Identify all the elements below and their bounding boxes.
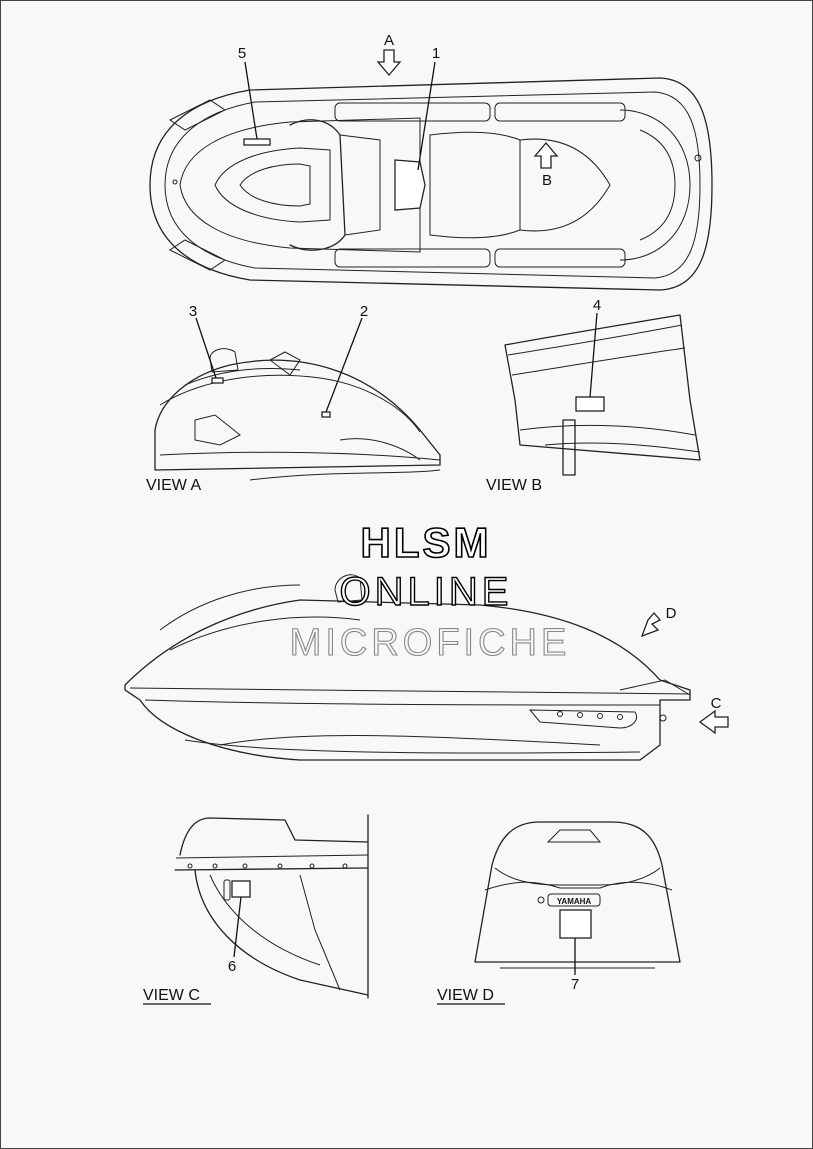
arrow-c-icon [698, 709, 729, 735]
brand-badge: YAMAHA [557, 897, 592, 906]
watermark-line-3: MICROFICHE [290, 622, 571, 664]
callout-leaders [195, 61, 598, 975]
view-c-label: VIEW C [143, 987, 200, 1004]
callout-3: 3 [189, 303, 197, 320]
callout-7: 7 [571, 976, 579, 993]
view-c-drawing [174, 814, 369, 999]
view-d-drawing [474, 821, 681, 969]
arrow-b-icon [533, 141, 559, 169]
top-view [149, 77, 713, 291]
arrow-a-icon [376, 49, 402, 77]
watermark-line-2: ONLINE [340, 570, 513, 614]
view-d-label: VIEW D [437, 987, 494, 1004]
view-b-label: VIEW B [486, 477, 542, 494]
side-view [124, 574, 691, 761]
arrow-label-a: A [384, 32, 394, 49]
view-a-drawing [154, 348, 441, 481]
callout-6: 6 [228, 958, 236, 975]
callout-4: 4 [593, 297, 601, 314]
direction-arrows [376, 49, 729, 735]
arrow-label-b: B [542, 172, 552, 189]
view-b-drawing [504, 314, 701, 476]
arrow-d-icon [640, 612, 662, 638]
arrow-label-d: D [666, 605, 677, 622]
callout-5: 5 [238, 45, 246, 62]
arrow-label-c: C [711, 695, 722, 712]
view-a-label: VIEW A [146, 477, 201, 494]
callout-2: 2 [360, 303, 368, 320]
callout-1: 1 [432, 45, 440, 62]
watermark-line-1: HLSM [361, 519, 492, 566]
